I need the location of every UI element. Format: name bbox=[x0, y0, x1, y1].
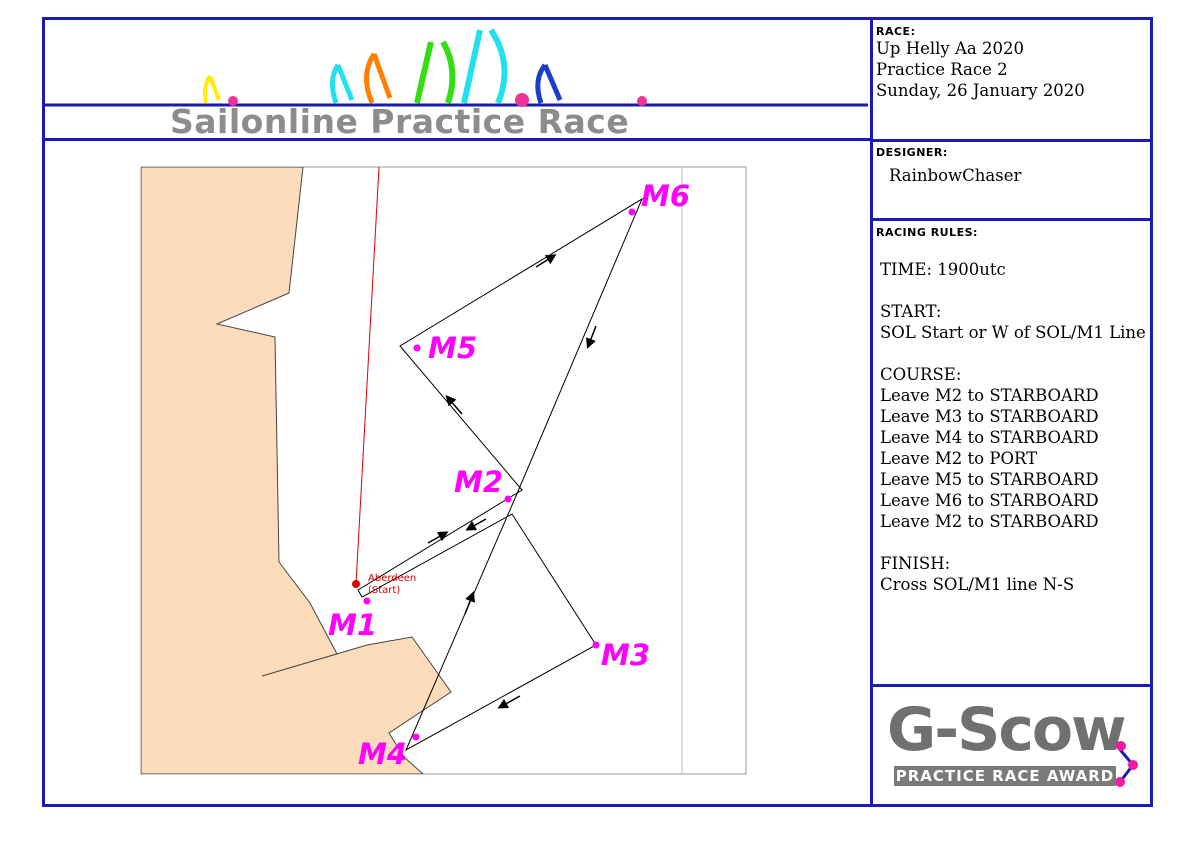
mark-label: M4 bbox=[358, 737, 407, 771]
race-divider bbox=[870, 139, 1153, 142]
start-label: (Start) bbox=[368, 585, 400, 596]
rules-line: Leave M3 to STARBOARD bbox=[880, 407, 1099, 426]
start-label: Aberdeen bbox=[368, 573, 416, 584]
mark-m2: M2 bbox=[454, 465, 512, 503]
mark-label: M1 bbox=[328, 608, 377, 642]
rules-line: COURSE: bbox=[880, 365, 962, 384]
rules-divider bbox=[870, 684, 1153, 687]
course-arrow bbox=[464, 591, 475, 615]
banner-title: Sailonline Practice Race bbox=[170, 102, 630, 141]
mark-m6: M6 bbox=[628, 179, 690, 216]
rules-line: Leave M2 to STARBOARD bbox=[880, 512, 1099, 531]
course-arrow bbox=[535, 254, 557, 268]
designer-divider bbox=[870, 218, 1153, 221]
race-info: Up Helly Aa 2020 Practice Race 2 Sunday,… bbox=[876, 38, 1085, 101]
start-line bbox=[355, 167, 380, 585]
rules-line: START: bbox=[880, 302, 942, 321]
vertical-divider bbox=[870, 17, 873, 807]
start-point bbox=[352, 580, 360, 588]
mark-m3: M3 bbox=[592, 638, 650, 672]
mark-m4: M4 bbox=[358, 733, 420, 771]
rules-line: Leave M2 to PORT bbox=[880, 449, 1038, 468]
award-subtitle: PRACTICE RACE AWARD bbox=[894, 766, 1116, 786]
mark-m1: M1 bbox=[328, 597, 377, 642]
course-arrow bbox=[427, 531, 449, 544]
header-divider-left bbox=[42, 138, 872, 141]
course-arrow bbox=[497, 695, 521, 709]
rules-line: Leave M4 to STARBOARD bbox=[880, 428, 1099, 447]
rules-label: RACING RULES: bbox=[876, 226, 978, 239]
rules-list: TIME: 1900utc START: SOL Start or W of S… bbox=[880, 259, 1146, 595]
race-label: RACE: bbox=[876, 25, 916, 38]
mark-label: M3 bbox=[601, 638, 650, 672]
course-arrow bbox=[465, 518, 487, 531]
race-date: Sunday, 26 January 2020 bbox=[876, 81, 1085, 100]
outer-frame bbox=[42, 17, 1153, 807]
designer-name: RainbowChaser bbox=[889, 166, 1022, 185]
rules-line: SOL Start or W of SOL/M1 Line bbox=[880, 323, 1146, 342]
rules-line: FINISH: bbox=[880, 554, 951, 573]
rules-line: Leave M6 to STARBOARD bbox=[880, 491, 1099, 510]
mark-label: M2 bbox=[454, 465, 503, 499]
mark-label: M6 bbox=[641, 179, 690, 213]
rules-line: TIME: 1900utc bbox=[880, 260, 1006, 279]
rules-line: Cross SOL/M1 line N-S bbox=[880, 575, 1075, 594]
mark-label: M5 bbox=[428, 331, 477, 365]
banner-graphic bbox=[45, 28, 868, 107]
race-name: Up Helly Aa 2020 bbox=[876, 39, 1024, 58]
award-title: G-Scow bbox=[887, 695, 1127, 765]
rules-line: Leave M2 to STARBOARD bbox=[880, 386, 1099, 405]
coastline bbox=[141, 167, 452, 774]
designer-label: DESIGNER: bbox=[876, 146, 948, 159]
mark-m5: M5 bbox=[413, 331, 477, 365]
race-subtitle: Practice Race 2 bbox=[876, 60, 1008, 79]
course-arrow bbox=[586, 325, 597, 349]
course-arrow bbox=[445, 395, 463, 415]
rules-line: Leave M5 to STARBOARD bbox=[880, 470, 1099, 489]
